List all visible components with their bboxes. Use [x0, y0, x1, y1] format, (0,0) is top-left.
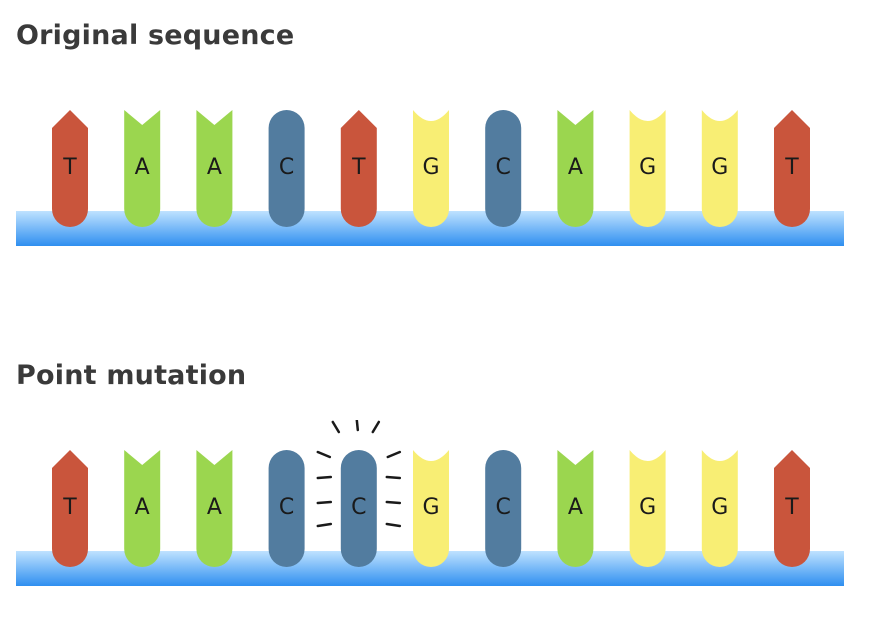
base-g: G [701, 450, 738, 567]
burst-line [331, 420, 341, 434]
burst-line [316, 450, 332, 459]
base-c: C [485, 450, 522, 567]
base-body [52, 110, 88, 227]
base-g: G [701, 110, 738, 227]
base-body [701, 450, 738, 567]
base-body [268, 110, 305, 227]
base-letter: T [62, 155, 77, 180]
base-a: A [196, 110, 233, 227]
base-letter: A [207, 155, 222, 180]
base-letter: C [496, 155, 511, 180]
base-letter: T [62, 495, 77, 520]
base-t: T [340, 110, 377, 227]
base-letter: A [135, 155, 150, 180]
base-body [485, 110, 522, 227]
base-letter: G [711, 495, 728, 520]
burst-line [316, 522, 333, 528]
base-letter: C [279, 495, 294, 520]
base-c: C [268, 450, 305, 567]
point-mutation-title: Point mutation [16, 360, 247, 391]
base-a: A [557, 110, 594, 227]
base-letter: A [568, 495, 583, 520]
base-g: G [629, 110, 666, 227]
base-letter: A [207, 495, 222, 520]
base-g: G [413, 450, 449, 567]
base-letter: G [422, 495, 439, 520]
base-body [774, 110, 810, 227]
base-c: C [485, 110, 522, 227]
base-a: A [124, 110, 161, 227]
burst-line [355, 420, 360, 432]
base-body [52, 450, 88, 567]
burst-line [371, 420, 381, 434]
mutation-burst-icon [316, 420, 402, 528]
base-c: C [340, 450, 377, 567]
base-letter: T [784, 155, 799, 180]
burst-line [316, 475, 333, 480]
base-letter: C [351, 495, 366, 520]
burst-line [385, 475, 402, 480]
burst-line [385, 522, 402, 528]
base-body [124, 110, 161, 227]
base-g: G [413, 110, 449, 227]
base-body [629, 450, 666, 567]
base-body [557, 110, 594, 227]
base-t: T [774, 450, 810, 567]
base-a: A [557, 450, 594, 567]
base-a: A [196, 450, 233, 567]
base-body [557, 450, 594, 567]
base-body [774, 450, 810, 567]
base-letter: G [422, 155, 439, 180]
base-letter: G [639, 155, 656, 180]
base-t: T [52, 110, 88, 227]
base-body [340, 110, 377, 227]
base-body [340, 450, 377, 567]
base-letter: C [496, 495, 511, 520]
base-body [629, 110, 666, 227]
base-letter: G [711, 155, 728, 180]
burst-line [316, 500, 333, 505]
base-body [268, 450, 305, 567]
base-letter: A [135, 495, 150, 520]
base-letter: A [568, 155, 583, 180]
base-body [413, 450, 449, 567]
base-body [701, 110, 738, 227]
base-body [485, 450, 522, 567]
base-body [196, 110, 233, 227]
burst-line [385, 500, 402, 505]
base-letter: G [639, 495, 656, 520]
base-body [124, 450, 161, 567]
base-t: T [52, 450, 88, 567]
base-body [413, 110, 449, 227]
original-sequence-title: Original sequence [16, 20, 295, 51]
base-body [196, 450, 233, 567]
base-g: G [629, 450, 666, 567]
base-a: A [124, 450, 161, 567]
base-letter: T [784, 495, 799, 520]
burst-line [386, 450, 402, 459]
base-c: C [268, 110, 305, 227]
base-t: T [774, 110, 810, 227]
base-letter: T [351, 155, 366, 180]
base-letter: C [279, 155, 294, 180]
